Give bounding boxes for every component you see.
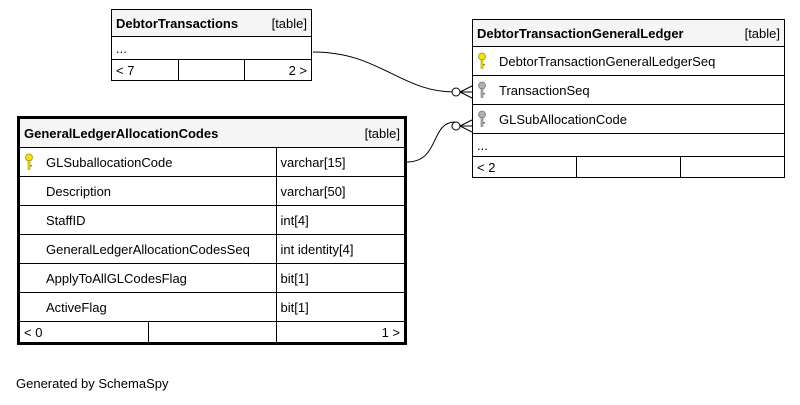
generated-by-label: Generated by SchemaSpy	[16, 376, 169, 391]
edge-glac-to-glsuballocationcode	[406, 121, 456, 163]
column-row: Description varchar[50]	[20, 176, 404, 206]
crowfoot-transactionseq	[451, 85, 473, 99]
table-header: GeneralLedgerAllocationCodes [table]	[20, 119, 404, 148]
primary-key-icon	[24, 153, 46, 171]
column-type: int[4]	[275, 205, 404, 235]
primary-key-icon	[477, 52, 499, 70]
column-name: TransactionSeq	[499, 82, 590, 98]
column-name: ActiveFlag	[46, 299, 107, 315]
column-name: GLSubAllocationCode	[499, 111, 627, 127]
table-footer: < 7 2 >	[112, 59, 311, 80]
table-header: DebtorTransactions [table]	[112, 10, 311, 37]
column-row: TransactionSeq	[473, 75, 784, 105]
column-name: ApplyToAllGLCodesFlag	[46, 270, 187, 286]
footer-children: 1 >	[275, 321, 404, 342]
footer-parents: < 2	[473, 156, 578, 177]
table-footer: < 2	[473, 156, 784, 177]
table-name: DebtorTransactionGeneralLedger	[477, 25, 684, 41]
column-name: DebtorTransactionGeneralLedgerSeq	[499, 53, 716, 69]
footer-children	[679, 156, 784, 177]
table-debtor-transaction-general-ledger[interactable]: DebtorTransactionGeneralLedger [table] D…	[472, 19, 785, 178]
column-row: GLSubAllocationCode	[473, 104, 784, 134]
footer-middle	[147, 321, 277, 342]
column-row: GeneralLedgerAllocationCodesSeq int iden…	[20, 234, 404, 264]
footer-middle	[576, 156, 681, 177]
ellipsis-row: ...	[112, 36, 311, 60]
column-name: Description	[46, 183, 112, 199]
table-name: GeneralLedgerAllocationCodes	[24, 125, 219, 141]
column-type: bit[1]	[275, 263, 404, 293]
ellipsis: ...	[112, 36, 311, 60]
column-type: varchar[50]	[275, 176, 404, 206]
table-kind: [table]	[271, 15, 307, 31]
foreign-key-icon	[477, 110, 499, 128]
column-type: varchar[15]	[275, 147, 404, 177]
footer-middle	[177, 59, 246, 80]
table-name: DebtorTransactions	[116, 15, 239, 31]
edge-debtortransactions-to-transactionseq	[312, 51, 456, 93]
column-name: StaffID	[46, 212, 86, 228]
foreign-key-icon	[477, 81, 499, 99]
table-kind: [table]	[744, 25, 780, 41]
column-name: GLSuballocationCode	[46, 154, 173, 170]
ellipsis-row: ...	[473, 133, 784, 157]
table-footer: < 0 1 >	[20, 321, 404, 342]
column-row: GLSuballocationCode varchar[15]	[20, 147, 404, 177]
table-debtor-transactions[interactable]: DebtorTransactions [table] ... < 7 2 >	[111, 9, 312, 81]
column-row: StaffID int[4]	[20, 205, 404, 235]
column-type: bit[1]	[275, 292, 404, 322]
column-row: ActiveFlag bit[1]	[20, 292, 404, 322]
footer-children: 2 >	[244, 59, 311, 80]
footer-parents: < 0	[20, 321, 149, 342]
table-kind: [table]	[364, 125, 400, 141]
table-general-ledger-allocation-codes[interactable]: GeneralLedgerAllocationCodes [table] GLS…	[17, 116, 407, 345]
column-row: ApplyToAllGLCodesFlag bit[1]	[20, 263, 404, 293]
column-name: GeneralLedgerAllocationCodesSeq	[46, 241, 250, 257]
footer-parents: < 7	[112, 59, 179, 80]
column-type: int identity[4]	[275, 234, 404, 264]
table-header: DebtorTransactionGeneralLedger [table]	[473, 20, 784, 47]
crowfoot-glsuballocationcode	[451, 119, 473, 133]
column-row: DebtorTransactionGeneralLedgerSeq	[473, 46, 784, 76]
ellipsis: ...	[473, 133, 784, 157]
